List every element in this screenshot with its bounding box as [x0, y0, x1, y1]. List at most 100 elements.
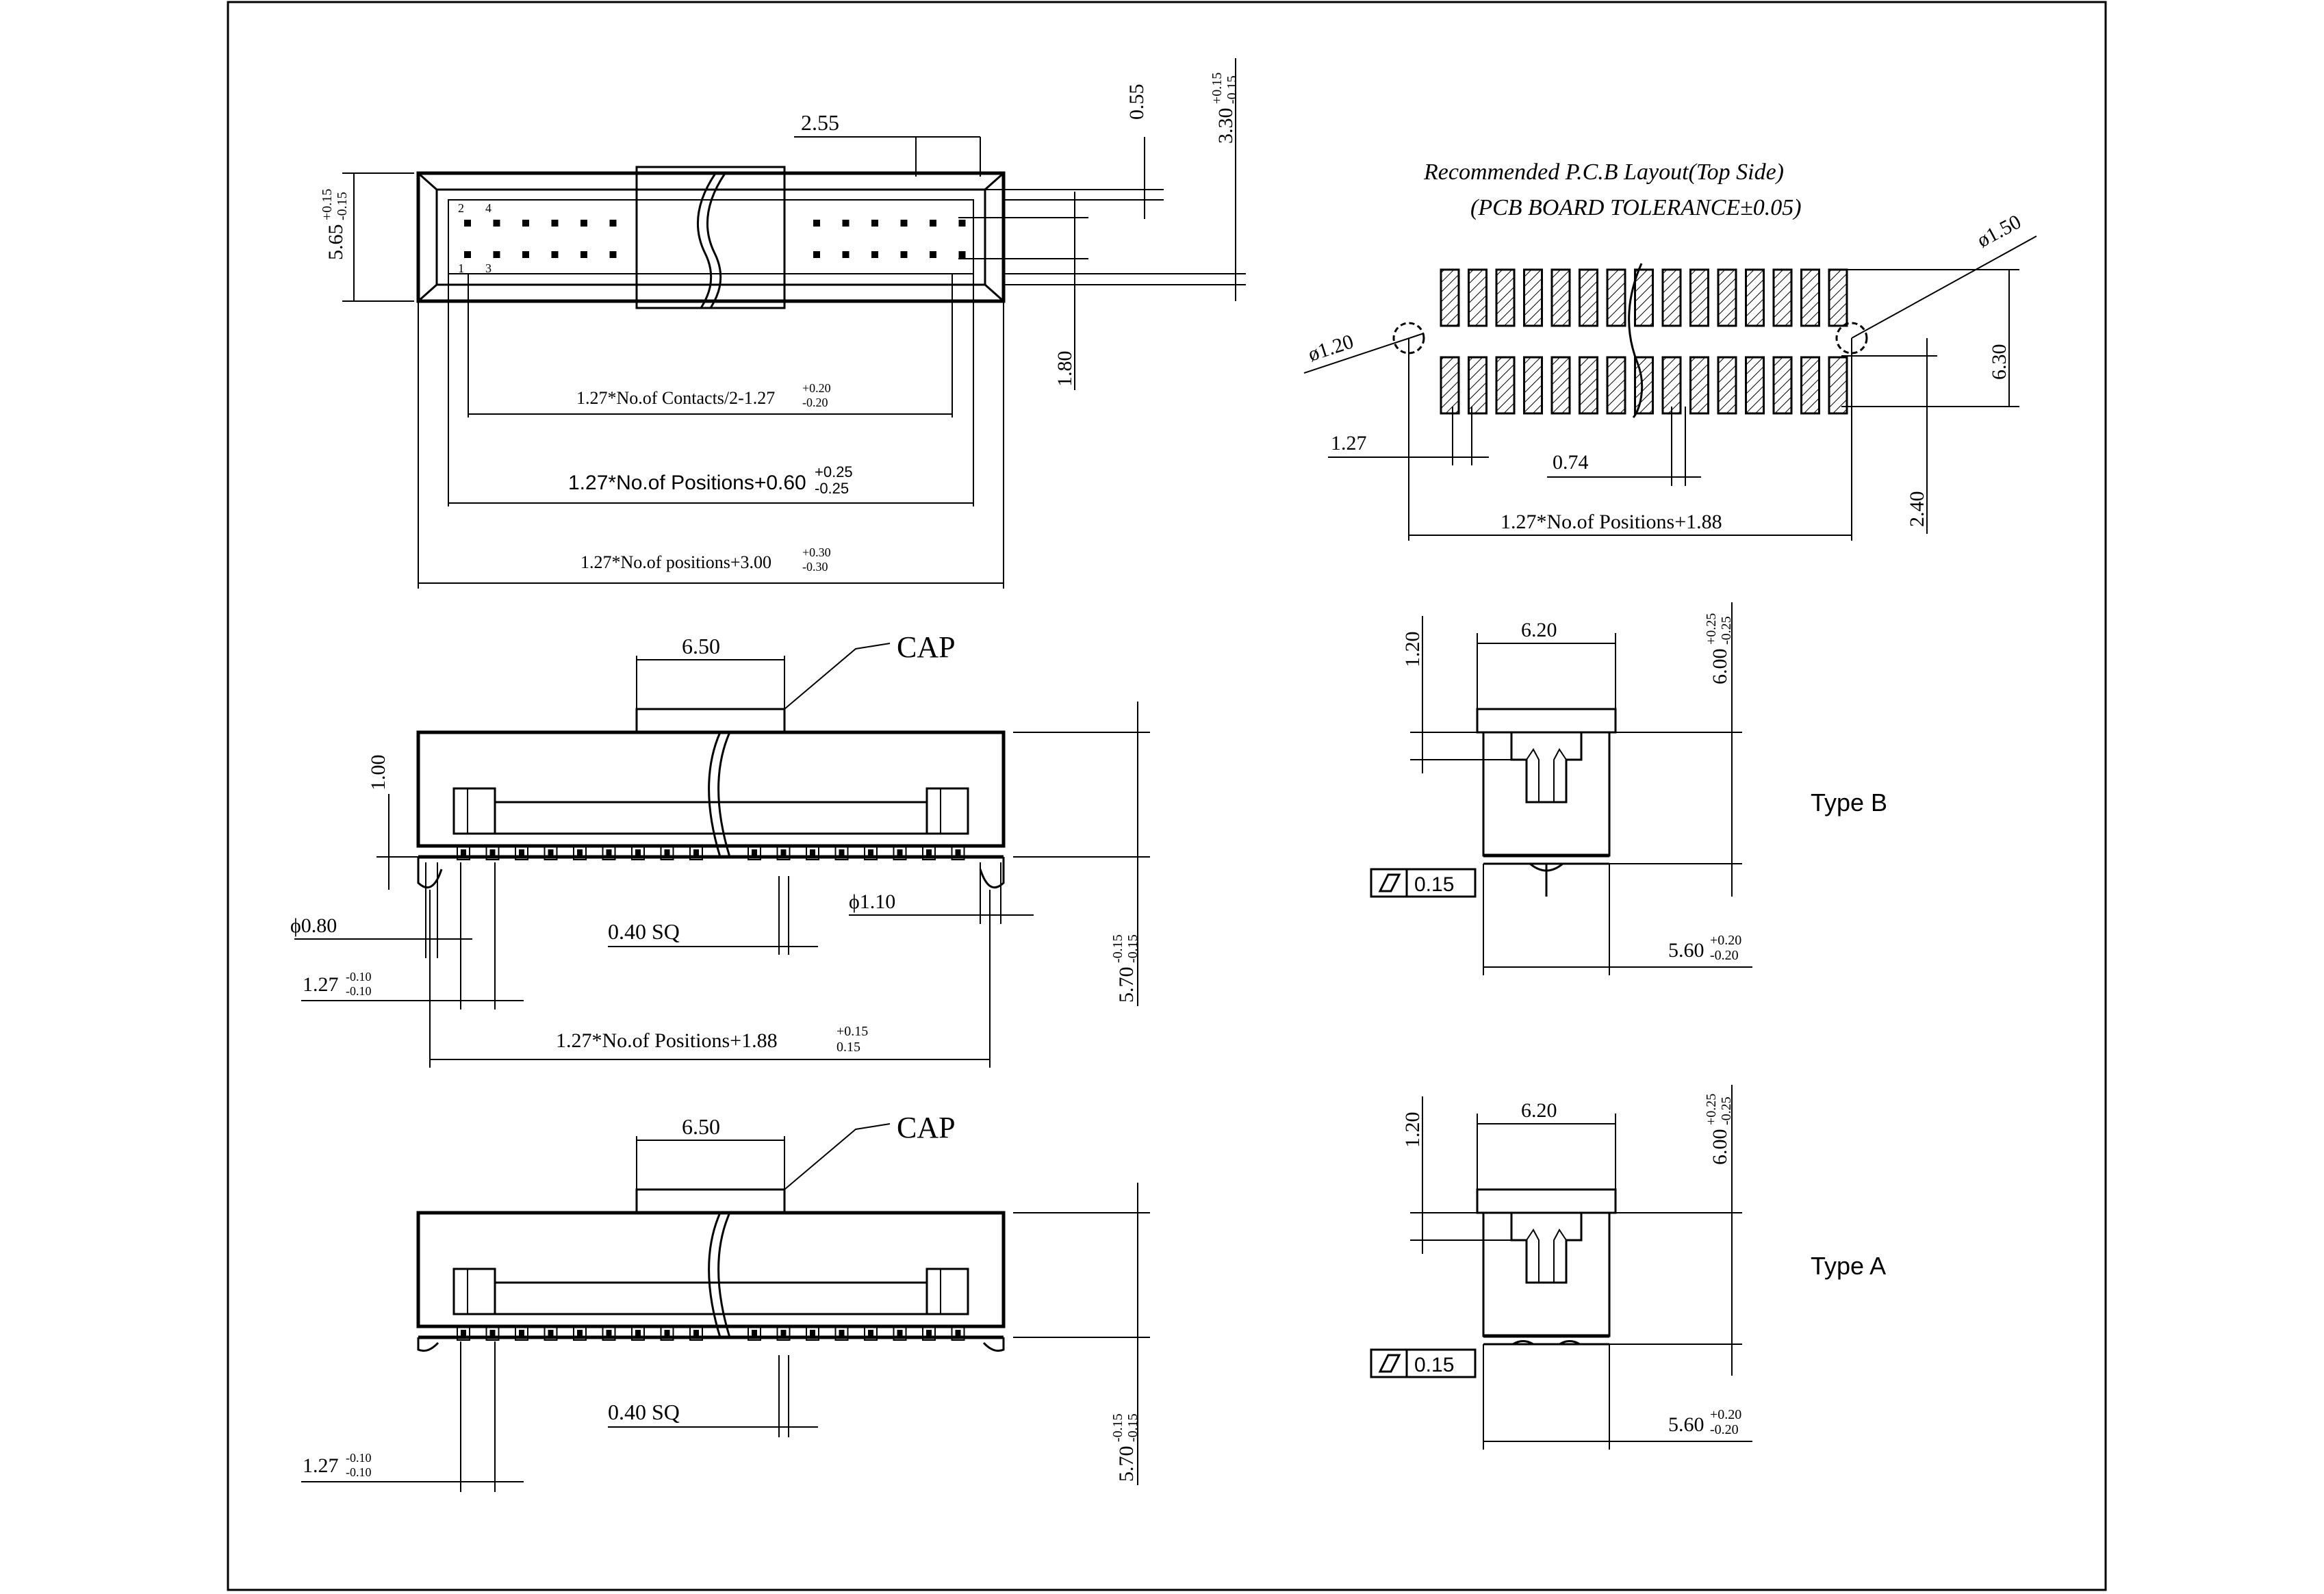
dim-255: 2.55 [801, 110, 839, 135]
sa-dim-600-tol-minus: -0.25 [1719, 1096, 1734, 1125]
fb-dim-pitch-tol-minus: -0.10 [346, 984, 372, 998]
solder-pad [1800, 356, 1820, 415]
dim-565: 5.65 [324, 224, 347, 261]
lead [776, 1326, 791, 1341]
contact-pin [522, 251, 529, 258]
fa-dim-570-tol-plus: -0.15 [1110, 1413, 1125, 1442]
fa-dim-cap: 6.50 [682, 1114, 720, 1139]
contact-pin [464, 251, 471, 258]
formula-positions-tol-minus: -0.25 [815, 480, 849, 497]
dim-180: 1.80 [1054, 351, 1076, 387]
contact-pin [871, 220, 878, 227]
sa-dim-120: 1.20 [1401, 1112, 1424, 1148]
lead [660, 1326, 674, 1341]
lead-contact [664, 1330, 670, 1337]
lead-contact [664, 849, 670, 856]
solder-pad [1523, 356, 1543, 415]
solder-pad [1523, 268, 1543, 327]
pin-label-4: 4 [485, 201, 491, 215]
contact-pin [609, 220, 617, 227]
contact-pin [930, 251, 936, 258]
lead-contact [548, 849, 554, 856]
lead [864, 1326, 878, 1341]
lead-contact [955, 849, 961, 856]
lead [922, 845, 936, 860]
contact-pin [493, 220, 500, 227]
lead-contact [752, 1330, 757, 1337]
solder-pad [1634, 268, 1654, 327]
sb-flatness: 0.15 [1414, 873, 1454, 896]
fb-dim-sq: 0.40 SQ [608, 919, 680, 944]
front-view-b: 6.50 CAP 1.00 ϕ0.80 ϕ1.10 0. [290, 630, 1150, 1068]
lead-contact [693, 1330, 699, 1337]
lead-contact [519, 1330, 524, 1337]
contact-pin [580, 251, 587, 258]
pcb-title-line2: (PCB BOARD TOLERANCE±0.05) [1470, 195, 1802, 220]
solder-pad [1468, 356, 1487, 415]
lead-contact [635, 849, 641, 856]
dim-dia150: ø1.50 [1974, 210, 2025, 252]
lead-contact [489, 1330, 496, 1337]
lead [951, 845, 965, 860]
pin-grid [464, 220, 966, 258]
side-view-b: 6.20 1.20 6.00 +0.25 -0.25 0.15 5.60 +0.… [1370, 602, 1887, 975]
pcb-title-line1: Recommended P.C.B Layout(Top Side) [1423, 159, 1784, 185]
dim-330: 3.30 [1214, 108, 1237, 144]
lead-contact [839, 849, 845, 856]
mounting-hole-right [1835, 322, 1868, 355]
solder-pad [1440, 356, 1460, 415]
pin-label-2: 2 [458, 201, 464, 215]
fb-dim-570-tol-minus: -0.15 [1125, 934, 1140, 963]
lead-contact [780, 849, 787, 856]
formula-contacts-tol-minus: -0.20 [802, 396, 828, 409]
contact-pin [958, 251, 966, 258]
lead [893, 845, 907, 860]
contact-pin [813, 220, 820, 227]
lead [834, 1326, 849, 1341]
contact-pin [813, 251, 820, 258]
lead-contact [955, 1330, 961, 1337]
sb-dim-560-tol-minus: -0.20 [1710, 948, 1739, 963]
formula-overall: 1.27*No.of positions+3.00 [580, 552, 771, 572]
sa-flatness: 0.15 [1414, 1354, 1454, 1376]
lead [544, 1326, 558, 1341]
lead-contact [577, 1330, 583, 1337]
side-view-a: 6.20 1.20 6.00 +0.25 -0.25 0.15 5.60 +0.… [1370, 1085, 1886, 1450]
lead [485, 845, 500, 860]
lead-contact [839, 1330, 845, 1337]
solder-pad [1828, 268, 1848, 327]
lead-contact [489, 849, 496, 856]
lead [689, 1326, 703, 1341]
lead [515, 1326, 528, 1341]
sb-dim-600: 6.00 [1709, 649, 1731, 685]
lead-contact [577, 849, 583, 856]
solder-pad [1550, 268, 1571, 327]
formula-contacts: 1.27*No.of Contacts/2-1.27 [576, 388, 775, 408]
solder-pad [1772, 268, 1793, 327]
pin-label-3: 3 [485, 261, 491, 275]
solder-pad [1717, 268, 1737, 327]
lead-contact [519, 849, 524, 856]
formula-overall-tol-plus: +0.30 [802, 545, 831, 559]
solder-pad [1772, 356, 1793, 415]
dim-dia120: ø1.20 [1305, 330, 1356, 365]
formula-overall-tol-minus: -0.30 [802, 560, 828, 574]
contact-pin [580, 220, 587, 227]
lead [806, 1326, 819, 1341]
fb-dim-pitch-tol-plus: -0.10 [346, 970, 372, 984]
lead-contact [606, 1330, 612, 1337]
solder-pad [1606, 356, 1626, 415]
solder-pad [1579, 268, 1598, 327]
fa-dim-570: 5.70 [1115, 1446, 1138, 1482]
fb-dim-dia080: ϕ0.80 [290, 914, 337, 937]
lead-contact [868, 1330, 873, 1337]
sa-dim-620: 6.20 [1521, 1099, 1557, 1122]
solder-pad [1468, 268, 1487, 327]
fa-dim-pitch-tol-plus: -0.10 [346, 1451, 372, 1465]
fb-dim-570-tol-plus: -0.15 [1110, 934, 1125, 963]
lead [922, 1326, 936, 1341]
lead [893, 1326, 907, 1341]
lead [573, 1326, 587, 1341]
dim-630: 6.30 [1988, 344, 2010, 381]
